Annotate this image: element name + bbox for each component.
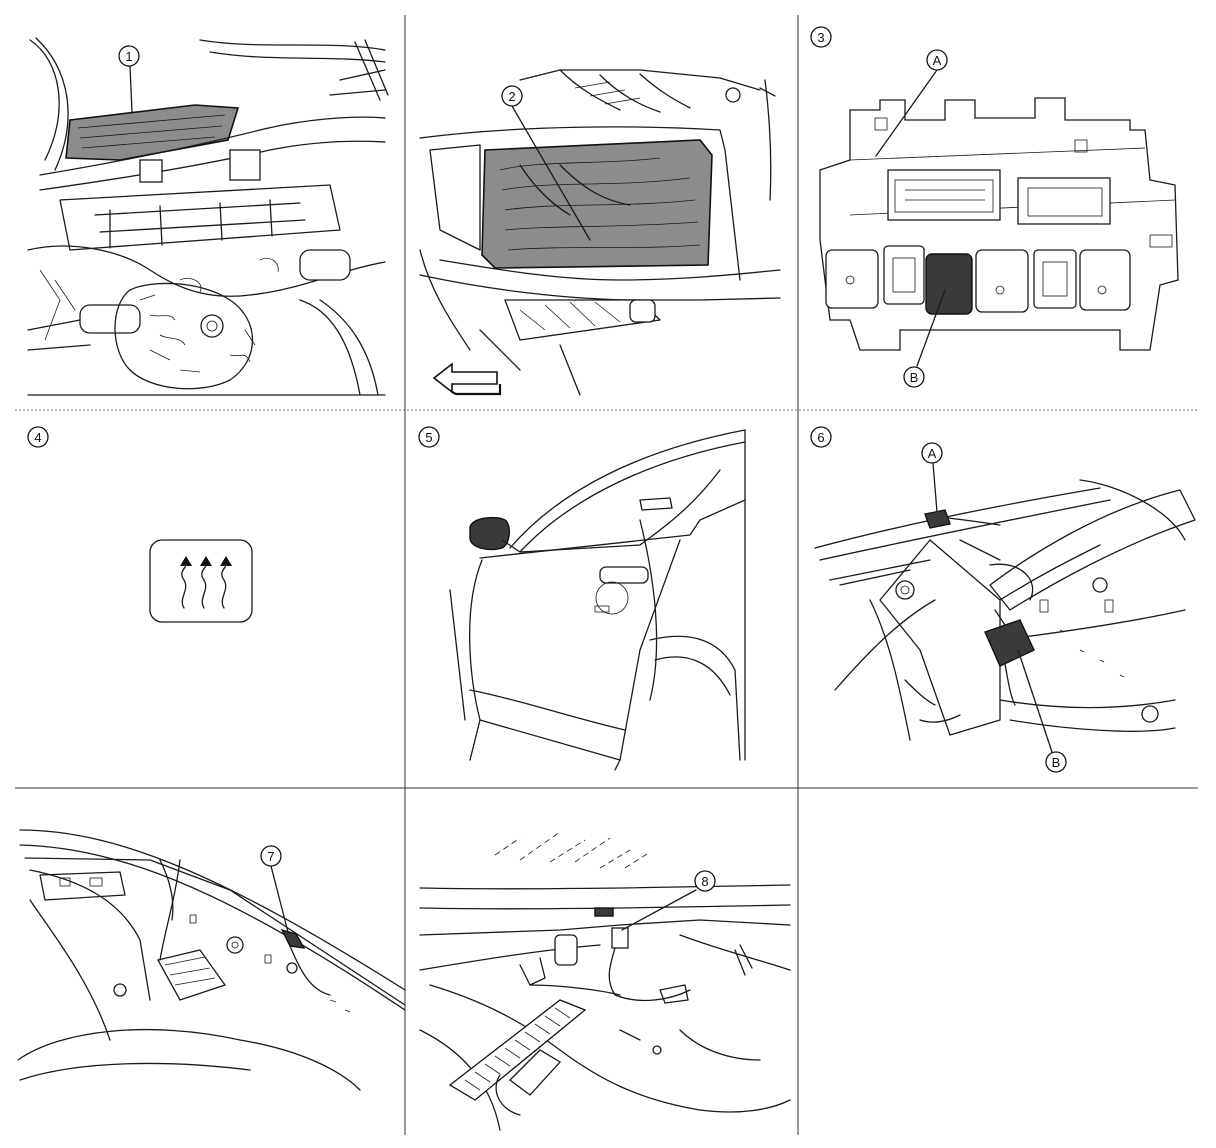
panel-6-body-unit xyxy=(814,479,1196,741)
svg-text:4: 4 xyxy=(34,430,41,445)
panel-5-front-door xyxy=(449,429,746,771)
panel-7-callout: 7 xyxy=(260,845,289,933)
svg-text:B: B xyxy=(910,370,919,385)
defogger-switch-button xyxy=(149,539,253,623)
svg-text:3: 3 xyxy=(817,30,824,45)
panel-2-ecm-location xyxy=(419,69,781,396)
rear-defogger-icon xyxy=(180,556,232,609)
relay-highlighted xyxy=(925,253,973,315)
panel-1-engine-compartment xyxy=(27,37,389,396)
panel-3-callouts: 3 A B xyxy=(810,26,948,388)
panel-3-relay-block xyxy=(819,97,1179,351)
svg-text:B: B xyxy=(1052,755,1061,770)
svg-text:1: 1 xyxy=(125,49,132,64)
panel-4-defogger-switch xyxy=(149,539,253,623)
svg-text:A: A xyxy=(928,446,937,461)
svg-text:2: 2 xyxy=(508,89,515,104)
panel-8-rear-window xyxy=(419,831,791,1131)
panel-5-callout: 5 xyxy=(418,426,440,448)
front-arrow xyxy=(432,362,502,396)
panel-2-callout: 2 xyxy=(501,85,591,241)
panel-7-rear-pillar xyxy=(17,829,406,1091)
panel-6-callouts: 6 A B xyxy=(810,426,1067,773)
svg-text:8: 8 xyxy=(701,874,708,889)
svg-text:6: 6 xyxy=(817,430,824,445)
svg-text:7: 7 xyxy=(267,849,274,864)
svg-text:5: 5 xyxy=(425,430,432,445)
panel-1-callout: 1 xyxy=(118,45,140,113)
left-arrow-icon xyxy=(432,362,498,394)
panel-4-callout: 4 xyxy=(27,426,49,448)
panel-8-callout: 8 xyxy=(621,870,716,931)
svg-text:A: A xyxy=(933,53,942,68)
